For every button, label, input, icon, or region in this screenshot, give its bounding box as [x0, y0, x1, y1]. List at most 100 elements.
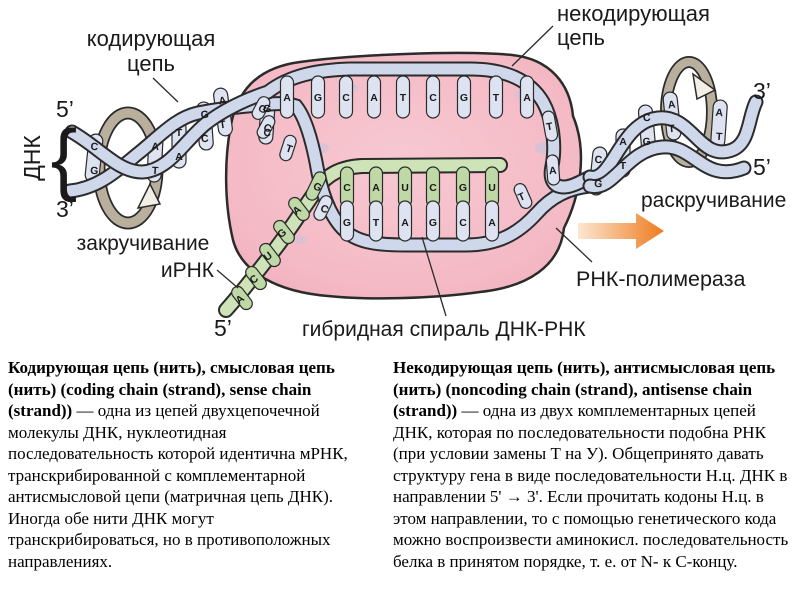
dna-base-capsule: [339, 200, 355, 242]
template-strand: [64, 98, 596, 251]
rna-base-capsule: [231, 285, 253, 311]
hybrid-pointer: [421, 236, 447, 317]
base-letter: T: [400, 92, 407, 104]
dna-base-capsule: [397, 200, 413, 242]
noncoding-chain-pointer: [511, 25, 554, 67]
mrna-pointer: [216, 269, 239, 289]
base-letter: T: [716, 131, 724, 143]
base-letter: C: [642, 112, 651, 125]
definition-coding-chain-body: — одна из цепей двухцепочечной молекулы …: [8, 401, 348, 571]
dna-base-capsule: [513, 183, 533, 209]
label-dna: ДНК: [19, 135, 45, 181]
base-letter: T: [516, 190, 527, 204]
label-coding-chain-line2: цепь: [127, 51, 175, 76]
definition-coding-chain-term: Кодирующая цепь (нить), смысловая цепь (…: [8, 358, 335, 420]
base-letter: C: [429, 92, 437, 104]
base-letter: G: [460, 92, 468, 104]
dna-base-capsule: [313, 195, 333, 221]
twisting-arrowhead: [136, 182, 162, 210]
base-letter: T: [373, 217, 380, 229]
dna-brace: {: [51, 114, 78, 203]
base-letter: G: [90, 165, 99, 178]
dna-base-capsule: [484, 200, 500, 242]
base-letter: A: [175, 151, 183, 163]
polymerase-direction-arrow: [578, 213, 664, 249]
rna-base-capsule: [259, 242, 281, 268]
base-letter: A: [218, 95, 228, 108]
base-letter: C: [594, 154, 603, 167]
dna-base-capsule: [519, 75, 535, 119]
rna-base-capsule: [273, 219, 295, 245]
label-five-prime-right: 5’: [753, 154, 771, 180]
label-five-prime-left: 5’: [56, 96, 74, 122]
definition-coding-chain: Кодирующая цепь (нить), смысловая цепь (…: [8, 357, 358, 572]
dna-base-capsule: [279, 75, 295, 119]
label-unwinding: раскручивание: [641, 189, 786, 212]
base-letter: A: [151, 141, 160, 153]
base-letter: C: [201, 133, 210, 146]
dna-base-capsule: [366, 75, 382, 119]
coding-chain-pointer: [152, 77, 179, 103]
base-letter: G: [459, 182, 467, 194]
base-letter: T: [219, 119, 228, 132]
dna-base-capsule: [368, 200, 384, 242]
base-letter: T: [284, 142, 294, 156]
definition-noncoding-chain-body: — одна из двух комплементарных цепей ДНК…: [393, 401, 789, 571]
label-three-prime-left: 3’: [56, 196, 74, 222]
dna-base-capsule: [310, 75, 326, 119]
base-letter: C: [90, 141, 99, 154]
base-letter: T: [152, 165, 160, 177]
base-letter: A: [667, 99, 676, 112]
base-letter: A: [372, 182, 380, 194]
base-letter: G: [200, 109, 209, 122]
right-helix-back: [584, 141, 750, 192]
base-letter: U: [401, 182, 409, 194]
base-letter: C: [263, 127, 272, 140]
base-letter: A: [488, 217, 496, 229]
dna-base-capsule: [425, 200, 441, 242]
rna-base-capsule: [288, 196, 310, 222]
dna-base-capsule: [251, 96, 271, 120]
base-letter: T: [668, 123, 676, 136]
base-letter: A: [715, 107, 724, 120]
dna-base-capsule: [455, 200, 471, 242]
polymerase-pointer: [555, 227, 593, 263]
label-rna-polymerase: РНК-полимераза: [576, 267, 746, 291]
dna-base-capsule: [256, 115, 276, 139]
label-hybrid-helix: гибридная спираль ДНК-РНК: [302, 318, 586, 341]
label-noncoding-chain-line1: некодирующая: [557, 1, 710, 26]
dna-base-capsule: [425, 75, 441, 119]
base-letter: C: [342, 92, 350, 104]
label-coding-chain-line1: кодирующая: [87, 26, 216, 51]
base-letter: G: [642, 136, 651, 149]
base-letter: G: [263, 103, 272, 116]
base-letter: A: [283, 92, 291, 104]
dna-base-capsule: [395, 75, 411, 119]
base-letter: A: [523, 92, 531, 104]
base-letter: A: [370, 92, 378, 104]
base-letter: T: [545, 120, 554, 133]
dna-base-capsule: [279, 134, 297, 162]
definition-noncoding-chain: Некодирующая цепь (нить), антисмысловая …: [393, 357, 798, 572]
label-mrna: иРНК: [161, 259, 215, 282]
base-letter: G: [314, 92, 322, 104]
label-five-prime-rna: 5’: [214, 315, 232, 341]
base-letter: A: [549, 165, 558, 178]
label-twisting: закручивание: [77, 232, 210, 255]
dna-base-capsule: [456, 75, 472, 119]
dna-base-capsule: [541, 110, 559, 142]
label-three-prime-right: 3’: [753, 78, 771, 104]
rna-base-capsule: [245, 265, 267, 291]
base-letter: A: [619, 136, 627, 148]
base-letter: G: [343, 217, 351, 229]
base-letter: A: [401, 217, 409, 229]
label-noncoding-chain-line2: цепь: [557, 25, 605, 50]
base-letter: C: [459, 217, 467, 229]
base-letter: T: [176, 127, 183, 139]
dna-base-capsule: [338, 75, 354, 119]
base-letter: T: [493, 92, 500, 104]
base-letter: C: [343, 182, 351, 194]
right-helix-front: [584, 96, 762, 183]
